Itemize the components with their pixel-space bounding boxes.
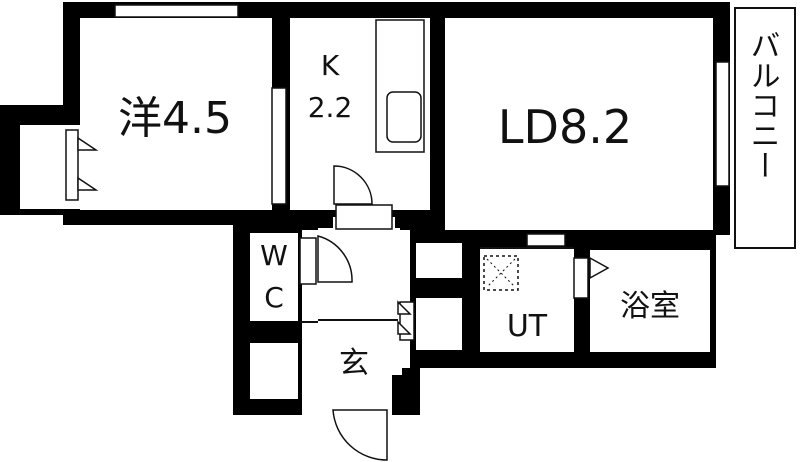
door-swing-icon — [397, 300, 412, 315]
entrance-label: 玄 — [339, 346, 369, 381]
door-swing-icon — [317, 235, 353, 283]
kitchen-size-label: 2.2 — [308, 91, 353, 124]
window-icon — [65, 129, 79, 201]
window-icon — [114, 4, 239, 18]
washing-machine-pan-icon — [483, 255, 519, 291]
window-icon — [271, 87, 287, 205]
kitchen-sink-icon — [386, 91, 422, 143]
bath-label: 浴室 — [620, 289, 680, 324]
entrance-floor — [318, 326, 388, 398]
door-swing-icon — [77, 136, 99, 151]
room-labels: 洋4.5 K 2.2 LD8.2 バルコニー W C UT 浴室 玄 — [118, 30, 779, 381]
door-swing-icon — [77, 176, 99, 191]
window-icon — [715, 61, 730, 187]
balcony-floor — [734, 7, 796, 249]
balcony-label: バルコニー — [745, 30, 780, 180]
window-icon — [526, 233, 566, 247]
western-room-floor — [80, 18, 272, 210]
door-swing-icon — [332, 409, 388, 461]
window-icon — [335, 204, 393, 230]
ld-floor — [445, 18, 713, 230]
door-swing-icon — [589, 256, 610, 280]
passage-floor — [416, 243, 462, 278]
window-icon — [299, 237, 317, 285]
wc-floor — [250, 233, 298, 321]
western-room-label: 洋4.5 — [118, 93, 232, 144]
ut-floor — [480, 248, 574, 352]
door-swing-icon — [333, 165, 373, 205]
utility-label: UT — [507, 309, 548, 344]
floors — [20, 7, 796, 399]
door-swing-icon — [397, 320, 412, 335]
door-swings — [77, 136, 610, 461]
passage-floor-lower — [416, 298, 462, 350]
partitions — [300, 247, 574, 323]
wc-c-label: C — [264, 281, 284, 314]
wc-w-label: W — [260, 239, 288, 272]
wc-closet-floor — [250, 343, 298, 399]
windows — [65, 4, 730, 341]
bath-floor — [590, 250, 710, 352]
kitchen-k-label: K — [321, 49, 340, 82]
window-icon — [573, 257, 589, 299]
fixtures — [375, 19, 519, 291]
ld-label: LD8.2 — [498, 100, 632, 154]
